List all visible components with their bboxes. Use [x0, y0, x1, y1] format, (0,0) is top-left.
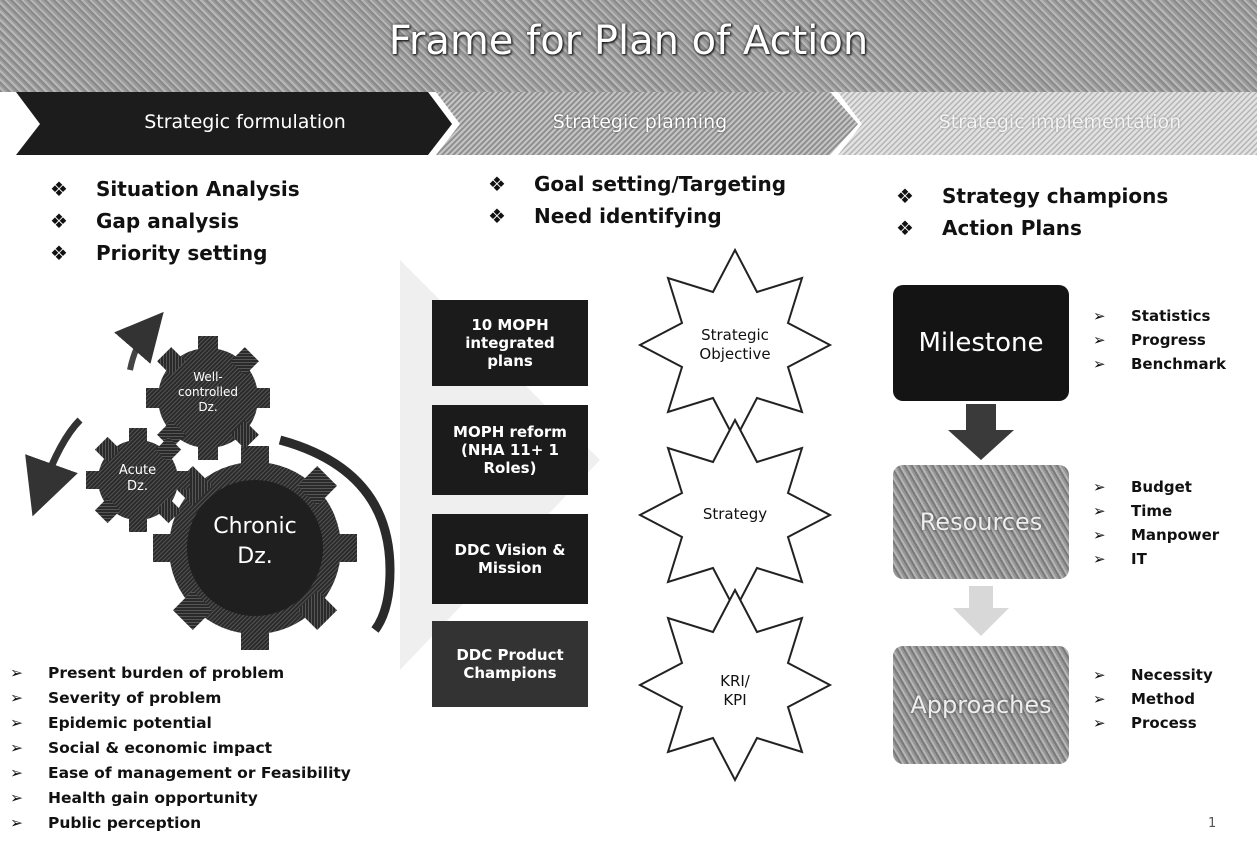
cycle-arrow-icon: [25, 417, 83, 517]
list-item: ➢Severity of problem: [10, 686, 351, 711]
arrow-bullet-icon: ➢: [1093, 502, 1106, 520]
diamond-bullet-icon: ❖: [50, 177, 68, 201]
star-label-kri-kpi: KRI/KPI: [720, 672, 750, 709]
down-arrow-icon: [948, 404, 1014, 460]
bullet-item: ❖Priority setting: [50, 237, 300, 269]
col2-bullets: ❖Goal setting/Targeting ❖Need identifyin…: [488, 168, 786, 232]
gear-label-acute: Acute Dz.: [118, 463, 157, 494]
input-box-ddc-vision: DDC Vision &Mission: [432, 514, 588, 604]
arrow-bullet-icon: ➢: [10, 714, 23, 732]
list-item: ➢Ease of management or Feasibility: [10, 761, 351, 786]
bullet-item: ❖Situation Analysis: [50, 173, 300, 205]
approaches-items: ➢Necessity ➢Method ➢Process: [1093, 663, 1213, 735]
list-item: ➢Time: [1093, 499, 1219, 523]
arrow-bullet-icon: ➢: [1093, 307, 1106, 325]
list-item: ➢Manpower: [1093, 523, 1219, 547]
gear-label-chronic: Chronic Dz.: [213, 514, 297, 569]
diamond-bullet-icon: ❖: [50, 241, 68, 265]
chevron-stage-3: [838, 92, 1257, 155]
diamond-bullet-icon: ❖: [488, 204, 506, 228]
star-chain: [637, 247, 833, 783]
resources-box: Resources: [893, 465, 1069, 579]
arrow-bullet-icon: ➢: [10, 664, 23, 682]
down-arrow-icon: [953, 586, 1009, 636]
gear-label-well-controlled: Well- controlled Dz.: [178, 370, 238, 414]
list-item: ➢Health gain opportunity: [10, 786, 351, 811]
approaches-box: Approaches: [893, 646, 1069, 764]
milestone-box: Milestone: [893, 285, 1069, 401]
col1-bullets: ❖Situation Analysis ❖Gap analysis ❖Prior…: [50, 173, 300, 269]
gears-illustration: [25, 311, 395, 650]
list-item: ➢IT: [1093, 547, 1219, 571]
list-item: ➢Process: [1093, 711, 1213, 735]
stage-label-implementation: Strategic implementation: [938, 111, 1182, 133]
list-item: ➢Public perception: [10, 811, 351, 836]
resources-items: ➢Budget ➢Time ➢Manpower ➢IT: [1093, 475, 1219, 571]
chevron-stage-1: [16, 92, 452, 155]
list-item: ➢Statistics: [1093, 304, 1226, 328]
stage-label-formulation: Strategic formulation: [144, 111, 346, 133]
list-item: ➢Benchmark: [1093, 352, 1226, 376]
col3-bullets: ❖Strategy champions ❖Action Plans: [896, 180, 1168, 244]
arrow-bullet-icon: ➢: [1093, 690, 1106, 708]
slide-title: Frame for Plan of Action: [388, 18, 869, 64]
arrow-bullet-icon: ➢: [1093, 526, 1106, 544]
diamond-bullet-icon: ❖: [488, 172, 506, 196]
bullet-item: ❖Gap analysis: [50, 205, 300, 237]
list-item: ➢Epidemic potential: [10, 711, 351, 736]
chronic-gear: [153, 446, 357, 650]
list-item: ➢Progress: [1093, 328, 1226, 352]
well-controlled-gear: [146, 336, 270, 460]
arrow-bullet-icon: ➢: [10, 764, 23, 782]
list-item: ➢Method: [1093, 687, 1213, 711]
diamond-bullet-icon: ❖: [50, 209, 68, 233]
star-label-strategy: Strategy: [702, 505, 768, 523]
arrow-bullet-icon: ➢: [1093, 550, 1106, 568]
arrow-bullet-icon: ➢: [10, 739, 23, 757]
cycle-arrow-icon: [278, 435, 395, 633]
title-banner: [0, 0, 1257, 92]
diamond-bullet-icon: ❖: [896, 216, 914, 240]
milestone-items: ➢Statistics ➢Progress ➢Benchmark: [1093, 304, 1226, 376]
arrow-bullet-icon: ➢: [10, 814, 23, 832]
stage-chevrons: [16, 92, 1257, 155]
arrow-bullet-icon: ➢: [10, 789, 23, 807]
arrow-bullet-icon: ➢: [10, 689, 23, 707]
cycle-arrow-icon: [114, 311, 164, 371]
stage-label-planning: Strategic planning: [552, 111, 728, 133]
list-item: ➢Present burden of problem: [10, 661, 351, 686]
arrow-bullet-icon: ➢: [1093, 355, 1106, 373]
arrow-bullet-icon: ➢: [1093, 714, 1106, 732]
bullet-item: ❖Need identifying: [488, 200, 786, 232]
list-item: ➢Budget: [1093, 475, 1219, 499]
arrow-bullet-icon: ➢: [1093, 666, 1106, 684]
arrow-bullet-icon: ➢: [1093, 331, 1106, 349]
arrow-bullet-icon: ➢: [1093, 478, 1106, 496]
bullet-item: ❖Goal setting/Targeting: [488, 168, 786, 200]
chevron-stage-2: [436, 92, 858, 155]
list-item: ➢Social & economic impact: [10, 736, 351, 761]
star-kri-kpi: [637, 587, 833, 783]
bullet-item: ❖Action Plans: [896, 212, 1168, 244]
page-number: 1: [1208, 816, 1217, 831]
list-item: ➢Necessity: [1093, 663, 1213, 687]
criteria-list: ➢Present burden of problem ➢Severity of …: [10, 661, 351, 836]
diamond-bullet-icon: ❖: [896, 184, 914, 208]
bullet-item: ❖Strategy champions: [896, 180, 1168, 212]
